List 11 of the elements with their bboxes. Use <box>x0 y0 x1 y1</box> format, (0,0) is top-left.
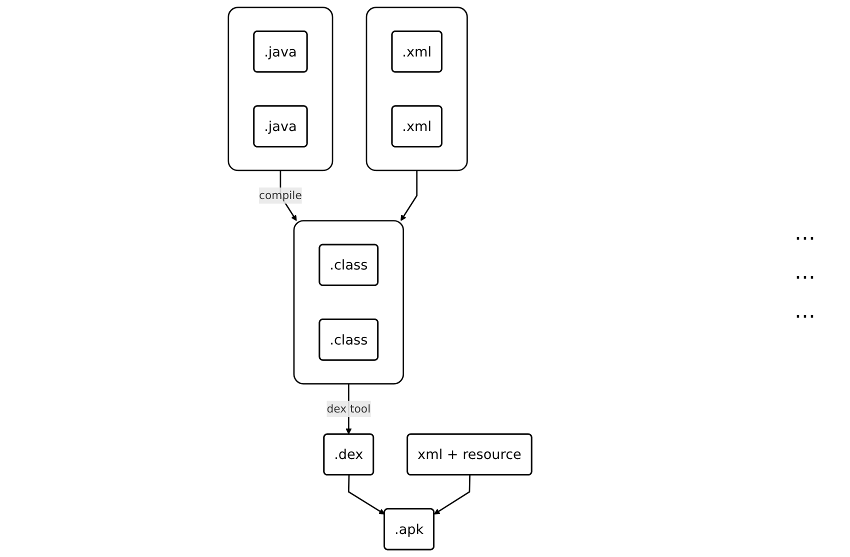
arrow <box>400 170 418 222</box>
cluster <box>366 6 468 172</box>
arrow <box>434 475 470 514</box>
cluster <box>228 6 334 172</box>
edge-label: compile <box>259 188 302 202</box>
ellipsis-text: ··· <box>794 266 816 291</box>
edge-label: dex tool <box>326 402 371 416</box>
ellipsis-text: ··· <box>794 227 816 252</box>
cluster <box>293 220 404 384</box>
ellipsis-text: ··· <box>794 305 816 330</box>
arrow <box>348 475 385 514</box>
